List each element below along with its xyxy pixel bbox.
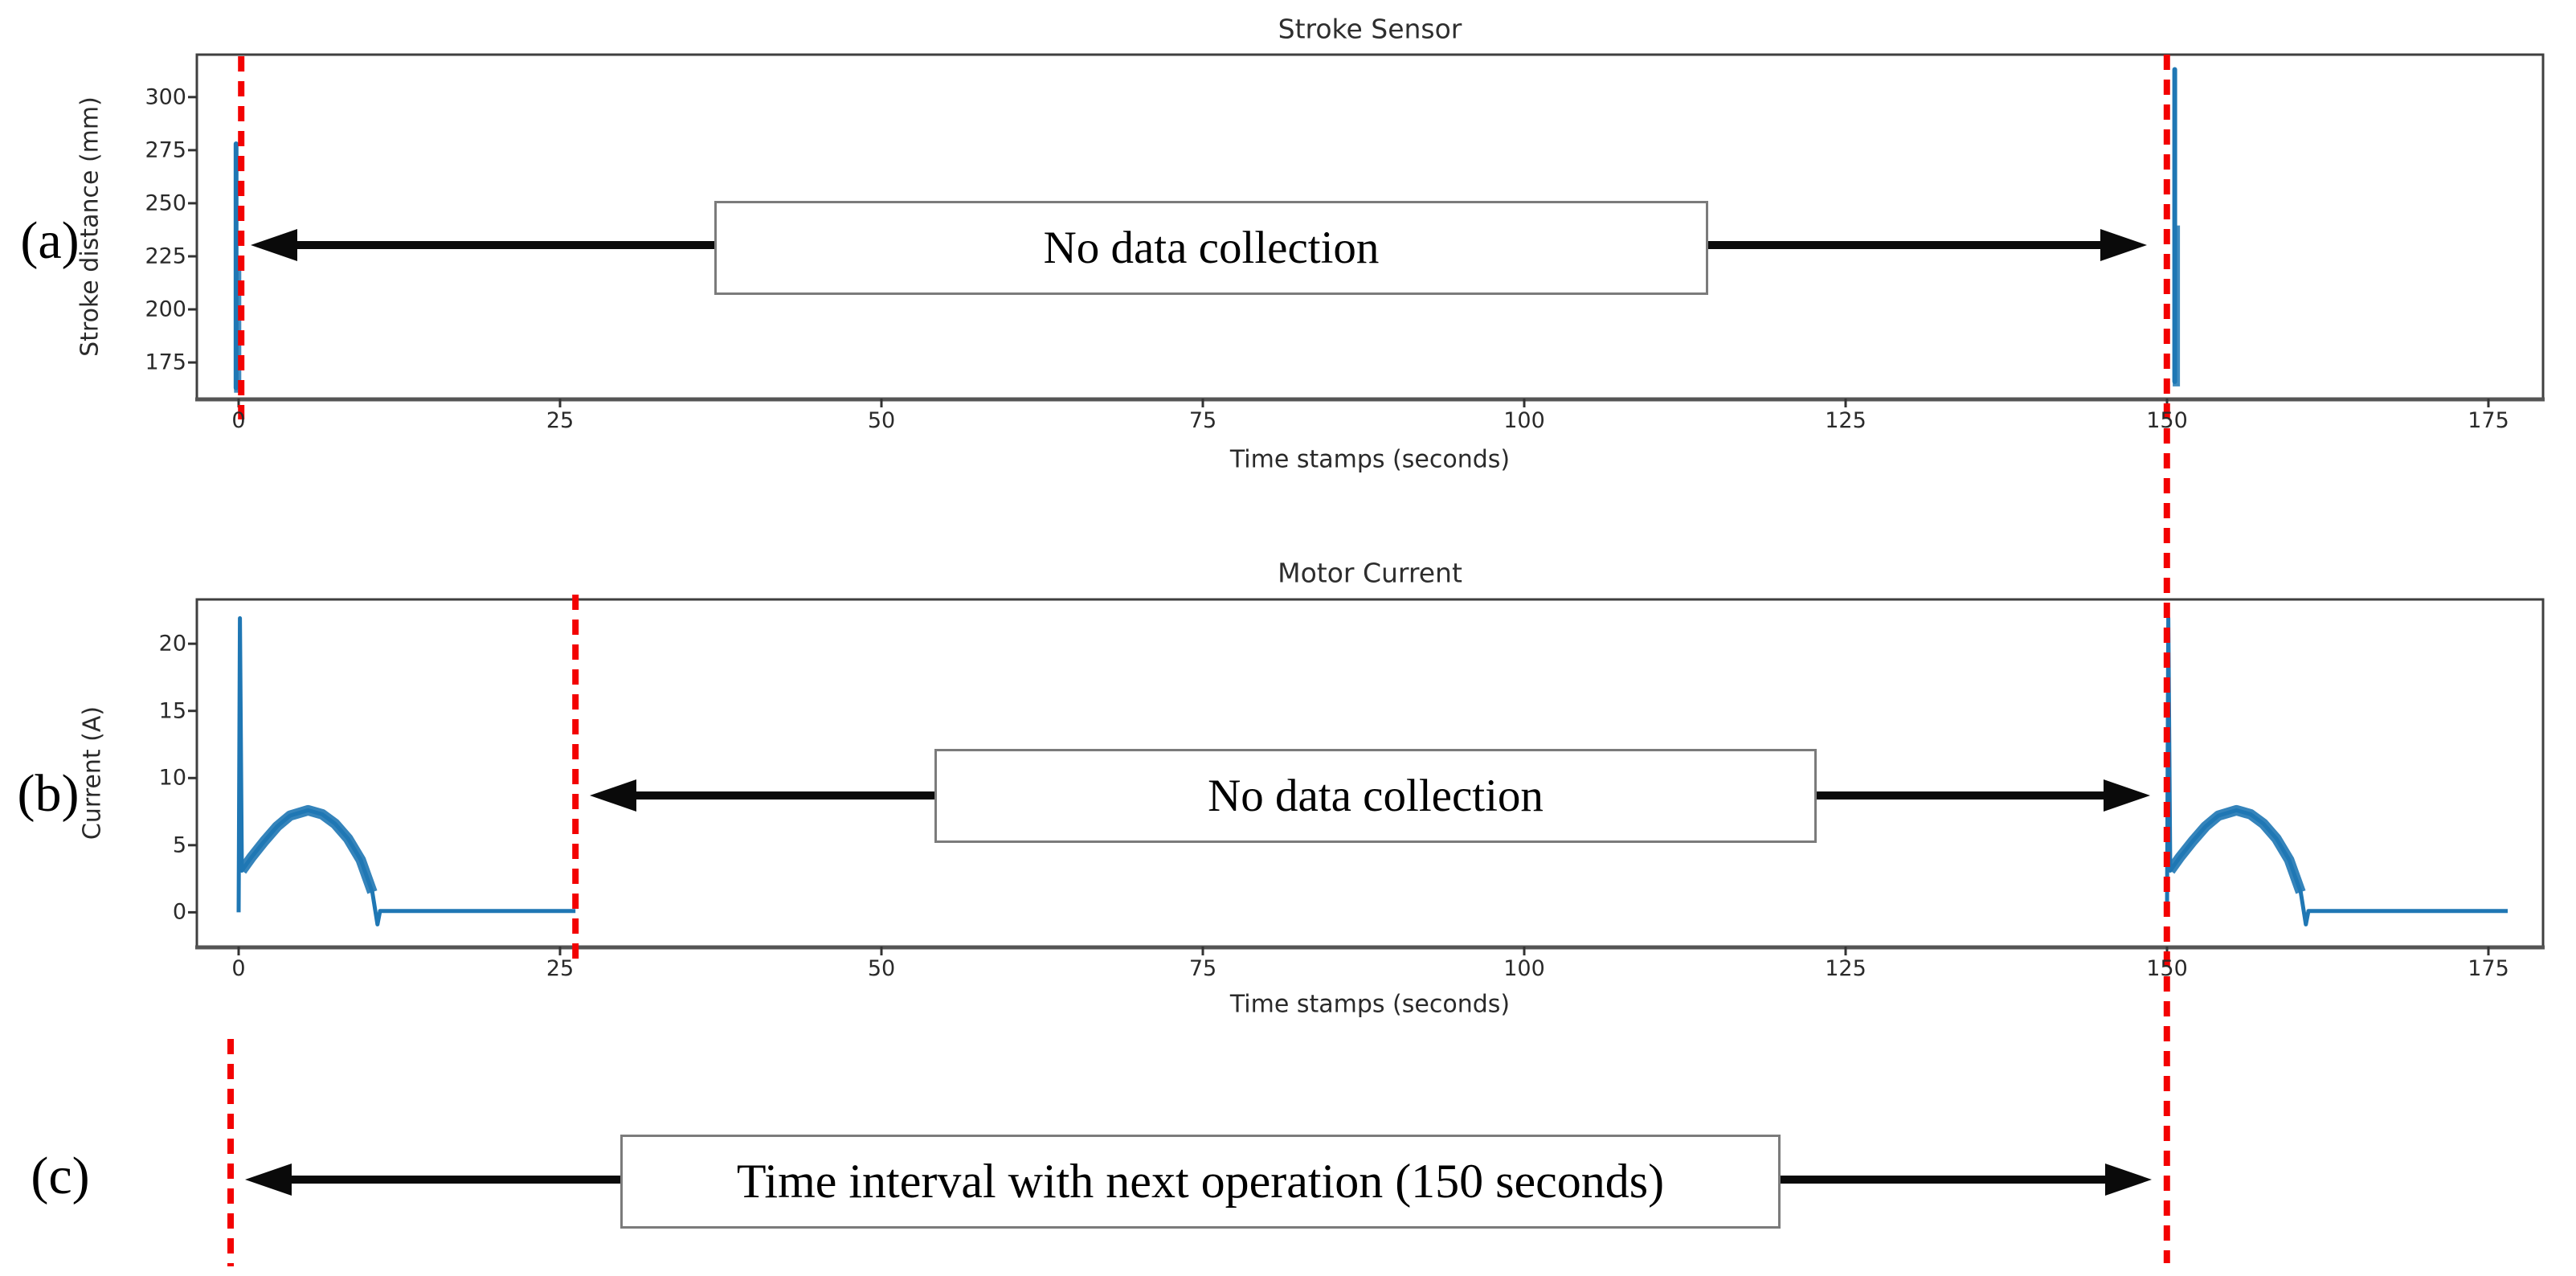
chart-b-title: Motor Current [1278, 557, 1462, 589]
chart-b-xtick-label: 100 [1503, 956, 1545, 981]
chart-b-ytick-label: 5 [172, 832, 186, 858]
annotation-box-no-data-b: No data collection [934, 749, 1817, 843]
chart-b-ytick-label: 20 [158, 631, 186, 656]
chart-a-xtick-label: 50 [867, 408, 896, 433]
no-data-arrow-a-head-left [251, 229, 297, 261]
panel-label-a: (a) [20, 211, 80, 270]
chart-b-ytick-label: 0 [172, 899, 186, 925]
chart-b-xtick-label: 125 [1825, 956, 1867, 981]
chart-a-ytick-label: 250 [145, 190, 186, 216]
panel-label-b: (b) [17, 764, 80, 823]
current-series-line [2165, 616, 2508, 926]
chart-a-ytick-label: 275 [145, 137, 186, 163]
chart-b-xtick-label: 175 [2468, 956, 2509, 981]
chart-a-ytick-label: 200 [145, 297, 186, 322]
chart-a-xtick-label: 175 [2468, 408, 2509, 433]
chart-a-ytick-label: 225 [145, 243, 186, 269]
current-series-noise-band [2165, 804, 2306, 894]
no-data-arrow-b-head-left [590, 779, 636, 812]
panel-label-c: (c) [31, 1147, 90, 1205]
no-data-arrow-a-head-right [2100, 229, 2147, 261]
chart-a-xtick-label: 0 [231, 408, 246, 433]
chart-a-xlabel: Time stamps (seconds) [1229, 445, 1511, 474]
current-series-line [236, 616, 576, 926]
annotation-box-no-data-a: No data collection [714, 201, 1708, 295]
no-data-arrow-b-head-right [2104, 779, 2150, 812]
chart-a-ytick-label: 175 [145, 350, 186, 375]
time-interval-arrow-head-left [245, 1164, 292, 1196]
chart-b-ytick-label: 15 [158, 698, 186, 724]
chart-a-xtick-label: 100 [1503, 408, 1545, 433]
chart-b-ytick-label: 10 [158, 765, 186, 791]
chart-b-ylabel: Current (A) [78, 705, 107, 840]
chart-a-xtick-label: 75 [1188, 408, 1217, 433]
chart-b-xtick-label: 50 [867, 956, 896, 981]
chart-b-xtick-label: 75 [1188, 956, 1217, 981]
current-series-noise-band [237, 804, 378, 894]
chart-a-xtick-label: 150 [2146, 408, 2188, 433]
chart-b-xtick-label: 25 [546, 956, 574, 981]
chart-a-ylabel: Stroke distance (mm) [76, 96, 104, 357]
chart-a-xtick-label: 25 [546, 408, 574, 433]
chart-a-ytick-label: 300 [145, 84, 186, 110]
chart-b-xtick-label: 150 [2146, 956, 2188, 981]
chart-a-title: Stroke Sensor [1278, 13, 1462, 45]
annotation-box-time-interval: Time interval with next operation (150 s… [620, 1135, 1781, 1229]
time-interval-arrow-head-right [2105, 1164, 2152, 1196]
chart-b-xtick-label: 0 [231, 956, 246, 981]
chart-a-xtick-label: 125 [1825, 408, 1867, 433]
chart-b-xlabel: Time stamps (seconds) [1229, 990, 1511, 1019]
